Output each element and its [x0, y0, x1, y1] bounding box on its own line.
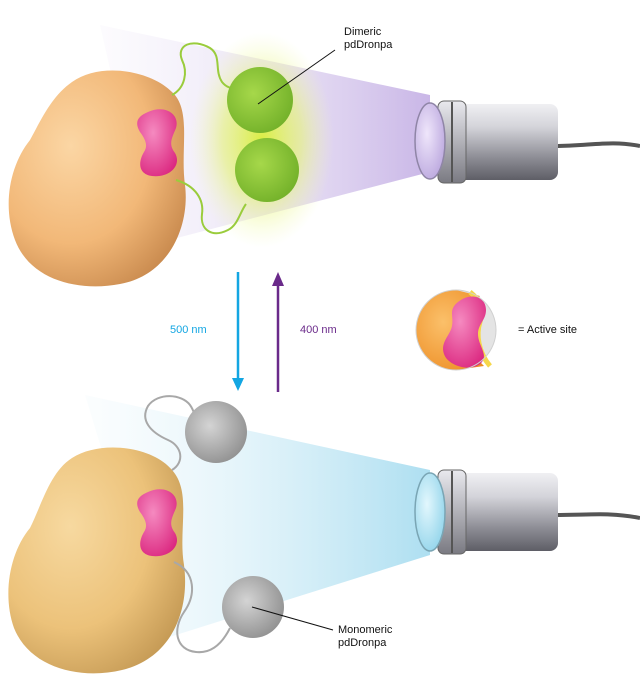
monomeric-label-line-2: pdDronpa [338, 637, 387, 649]
wavelength-500nm-label: 500 nm [170, 324, 207, 336]
cable [554, 512, 640, 520]
pddronpa-monomer-1 [185, 401, 247, 463]
active-site-bottom [137, 489, 178, 557]
monomeric-label-pointer [251, 606, 334, 631]
pddronpa-dimer-subunit-2 [235, 138, 299, 202]
dimeric-label: Dimeric pdDronpa [344, 26, 392, 52]
linker-lower [175, 179, 247, 235]
monomeric-label: Monomeric pdDronpa [338, 624, 392, 650]
pddronpa-dimer-subunit-1 [227, 67, 293, 133]
lens-cyan [414, 472, 446, 552]
linker-lower-grey [173, 561, 231, 654]
cyan-light-source [414, 469, 640, 555]
target-protein-bottom [8, 447, 186, 674]
monomeric-label-line-1: Monomeric [338, 624, 393, 636]
dimeric-state-panel [8, 25, 640, 287]
wavelength-400nm-label: 400 nm [300, 324, 337, 336]
lens-violet [414, 102, 446, 180]
active-site-legend-label: = Active site [518, 324, 578, 336]
legend-active-site [443, 296, 486, 368]
linker-upper [171, 42, 245, 96]
arrow-500nm-head [232, 378, 244, 391]
active-site-top [137, 109, 178, 177]
monomeric-state-panel [8, 395, 640, 674]
active-site-legend [415, 289, 497, 371]
arrow-400nm-head [272, 272, 284, 286]
dimeric-label-line-2: pdDronpa [344, 39, 393, 51]
dimeric-label-line-1: Dimeric [344, 26, 382, 38]
switching-arrows [232, 272, 284, 392]
violet-light-source [414, 100, 640, 184]
target-protein-top [8, 70, 186, 287]
cable [554, 141, 640, 148]
dimeric-label-pointer [257, 49, 336, 105]
